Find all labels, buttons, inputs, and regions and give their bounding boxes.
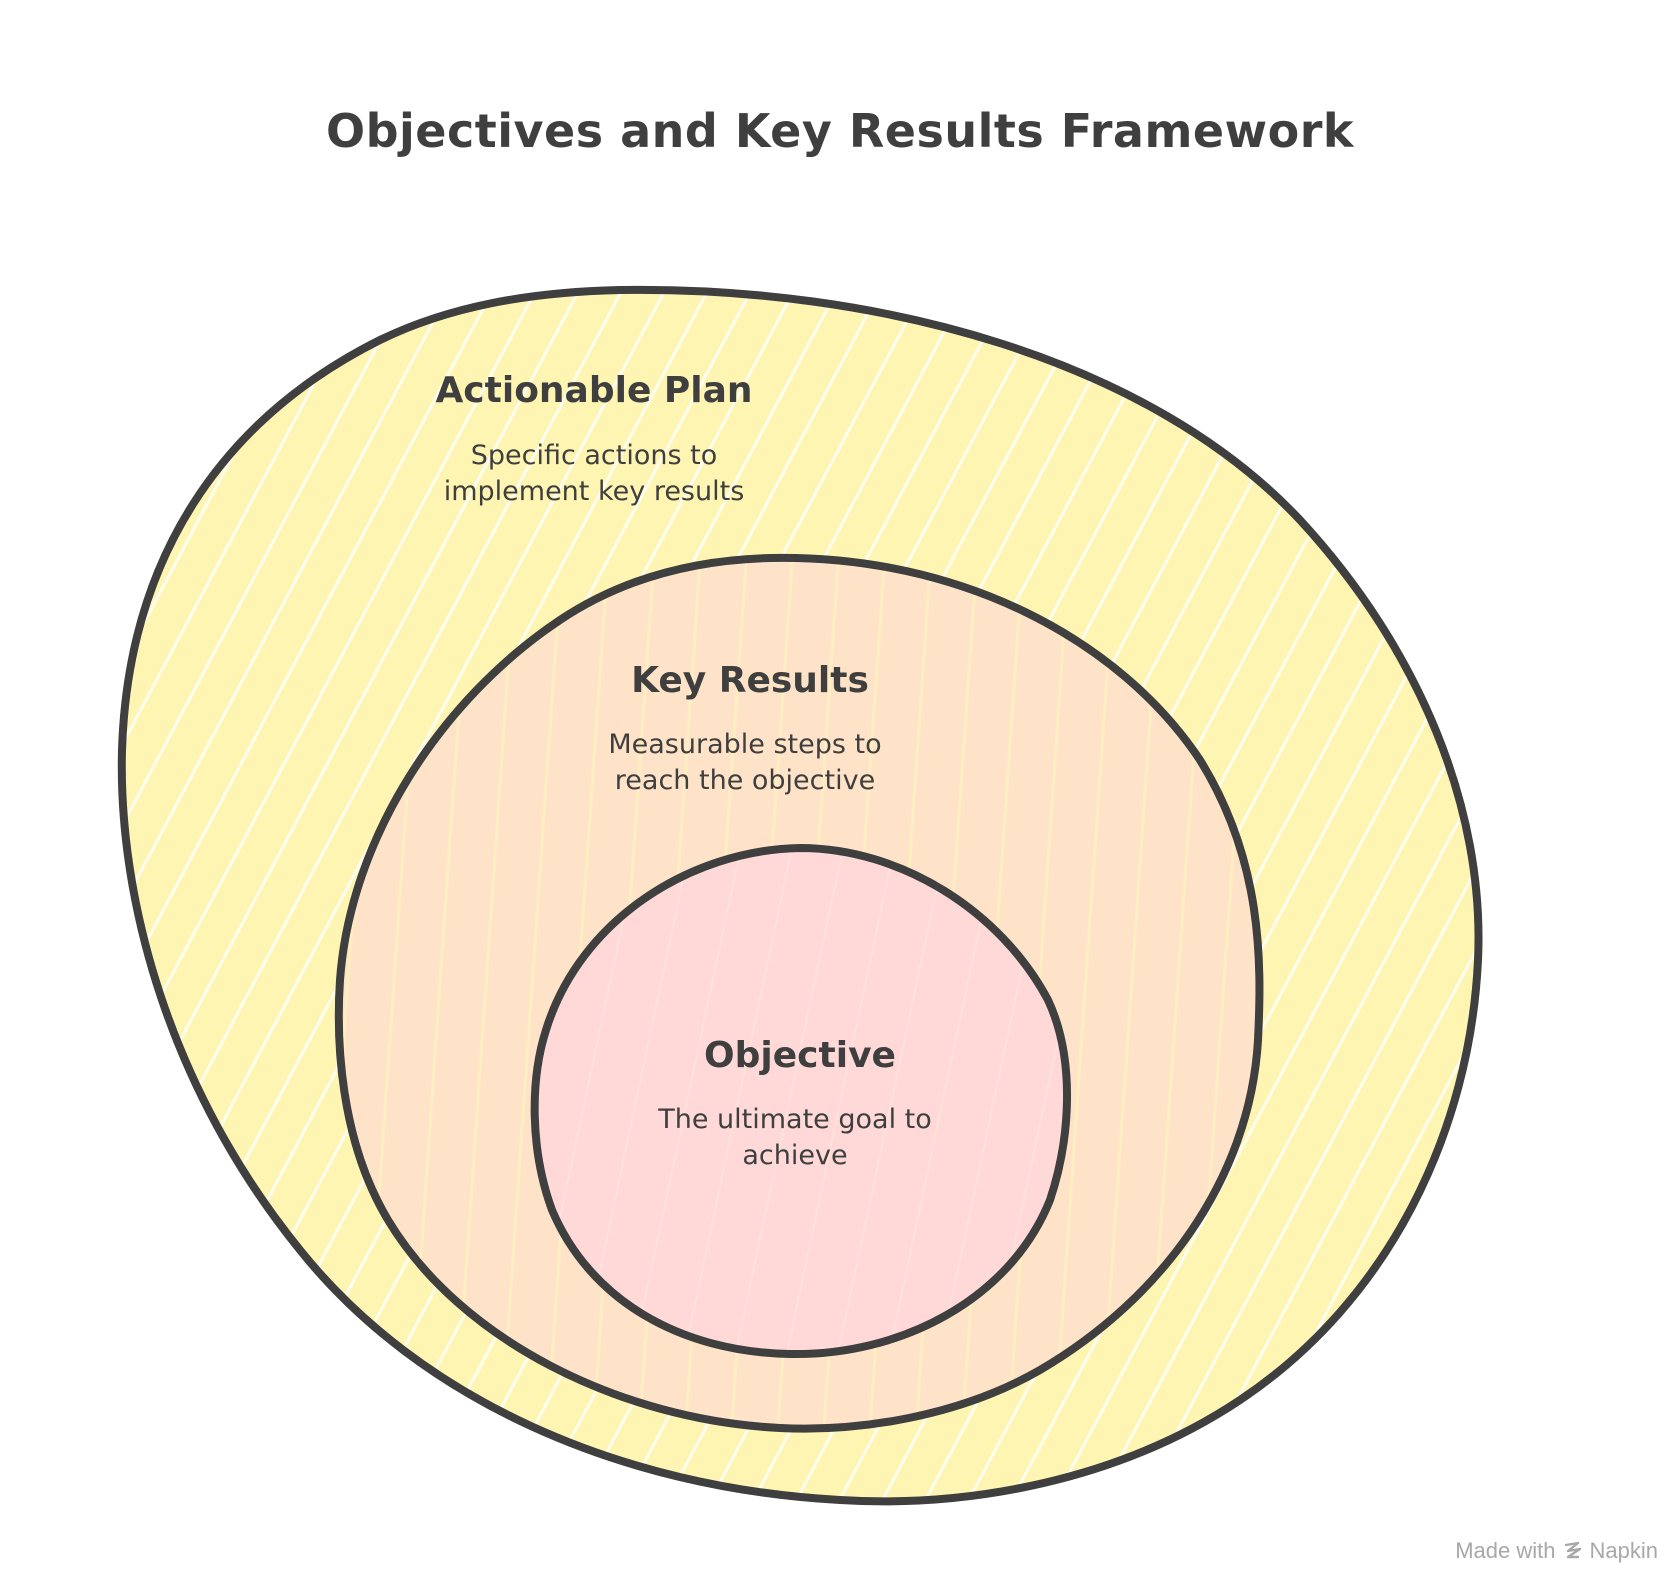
diagram-title: Objectives and Key Results Framework — [326, 104, 1354, 158]
objective-description-line-1: The ultimate goal to — [658, 1104, 932, 1135]
actionable-plan-description: Specific actions to implement key result… — [394, 438, 794, 510]
actionable-plan-label: Actionable Plan — [435, 370, 753, 411]
objective-description: The ultimate goal to achieve — [595, 1102, 995, 1174]
actionable-plan-description-line-1: Specific actions to — [470, 440, 718, 471]
key-results-description: Measurable steps to reach the objective — [545, 727, 945, 799]
napkin-logo-icon — [1562, 1540, 1584, 1562]
objective-description-line-2: achieve — [742, 1140, 848, 1171]
objective-circle — [530, 844, 1072, 1359]
key-results-label: Key Results — [631, 660, 869, 701]
actionable-plan-description-line-2: implement key results — [443, 476, 745, 507]
watermark-prefix: Made with — [1455, 1538, 1556, 1563]
objective-label: Objective — [704, 1035, 896, 1076]
key-results-description-line-2: reach the objective — [614, 765, 876, 796]
napkin-watermark[interactable]: Made with Napkin — [1455, 1538, 1658, 1564]
watermark-brand: Napkin — [1589, 1538, 1658, 1563]
key-results-description-line-1: Measurable steps to — [608, 729, 882, 760]
